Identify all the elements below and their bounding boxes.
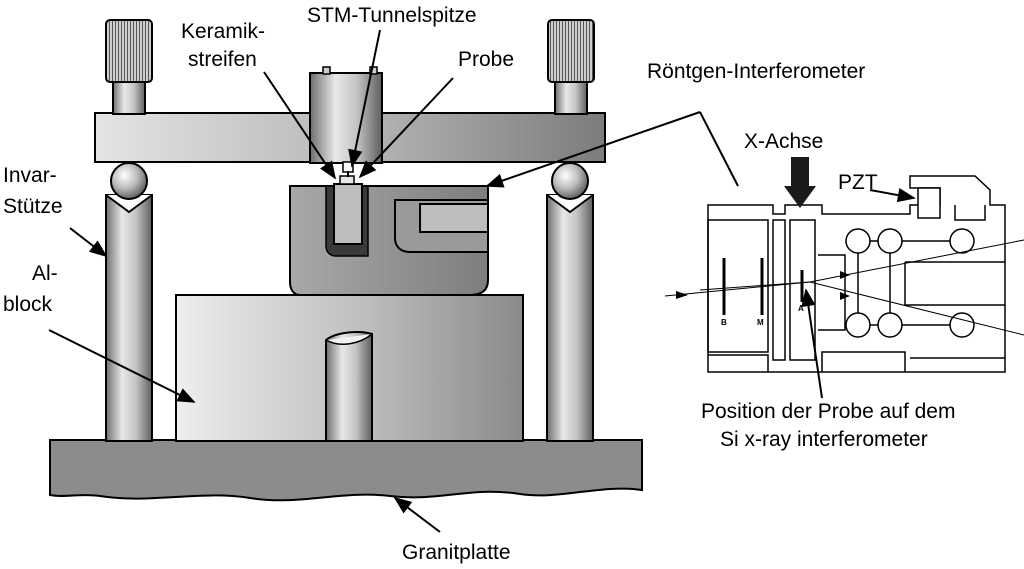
label-invar-1: Invar-: [3, 164, 57, 187]
label-ceramic-1: Keramik-: [181, 20, 265, 43]
xray-beam-lower: [699, 281, 1024, 336]
label-stm-tip: STM-Tunnelspitze: [307, 4, 477, 27]
sample: [339, 175, 355, 185]
invar-pillar-left: [105, 194, 153, 442]
label-invar-2: Stütze: [3, 195, 63, 218]
granite-plate: [49, 439, 643, 502]
label-lamella-a: A: [798, 304, 804, 313]
label-position-1: Position der Probe auf dem: [701, 400, 955, 423]
stm-head: [309, 72, 383, 164]
label-x-axis: X-Achse: [744, 130, 823, 153]
label-ceramic-2: streifen: [188, 48, 257, 71]
label-xray-interferometer: Röntgen-Interferometer: [647, 60, 865, 83]
label-pzt: PZT: [838, 171, 878, 194]
center-shaft: [325, 331, 373, 442]
sample-holder: [333, 183, 363, 245]
label-al-2: block: [3, 293, 53, 316]
label-al-1: Al-: [32, 262, 58, 285]
label-probe: Probe: [458, 48, 514, 71]
label-granite: Granitplatte: [402, 541, 511, 564]
ball-left: [110, 162, 148, 200]
invar-pillar-right: [546, 194, 594, 442]
knob-left: [105, 19, 153, 83]
label-lamella-b: B: [721, 318, 727, 327]
x-axis-arrow: [784, 157, 816, 208]
xray-interferometer-schematic: [707, 175, 1006, 373]
ball-right: [551, 162, 589, 200]
label-lamella-m: M: [757, 318, 764, 327]
label-position-2: Si x-ray interferometer: [720, 428, 928, 451]
knob-right: [547, 19, 595, 83]
